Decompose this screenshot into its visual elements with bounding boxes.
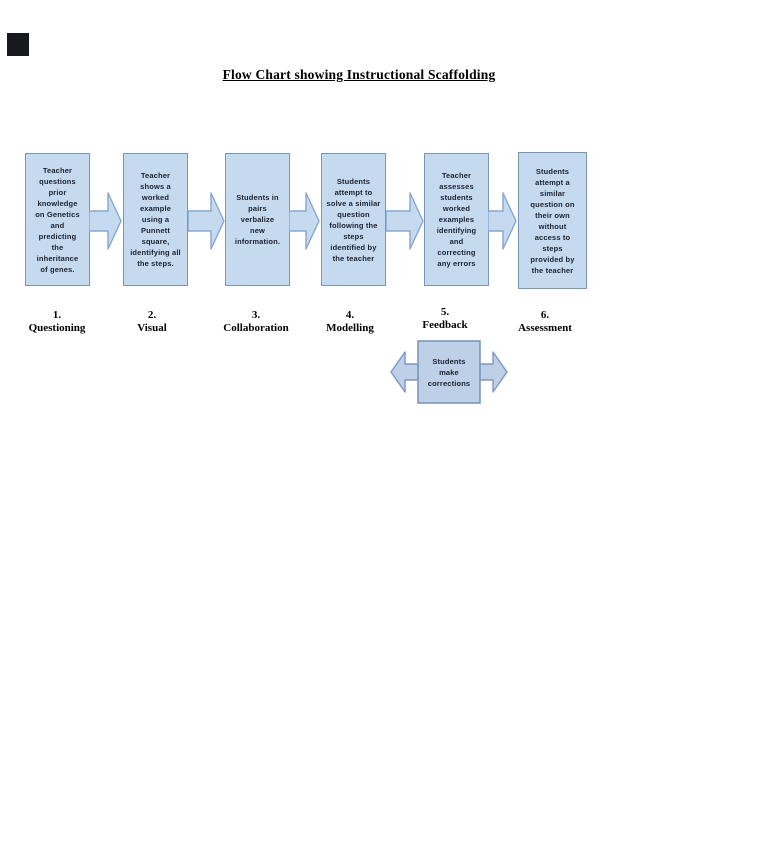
step-number: 6. <box>540 309 550 321</box>
step-label-modelling: 4. Modelling <box>302 309 398 334</box>
step-name: Visual <box>137 321 167 334</box>
title-row: Flow Chart showing Instructional Scaffol… <box>0 66 718 84</box>
step-number: 1. <box>52 309 62 321</box>
page-corner-mark <box>7 33 29 56</box>
step-number: 2. <box>147 309 157 321</box>
flow-step-box-6: Students attempt a similar question on t… <box>518 152 587 289</box>
step-number: 3. <box>251 309 261 321</box>
correction-note-text: Students make corrections <box>427 356 471 388</box>
step-name: Questioning <box>28 321 86 334</box>
flow-step-box-3: Students in pairs verbalize new informat… <box>225 153 290 286</box>
flow-step-box-1: Teacher questions prior knowledge on Gen… <box>25 153 90 286</box>
step-name: Assessment <box>518 321 572 334</box>
flow-step-box-2: Teacher shows a worked example using a P… <box>123 153 188 286</box>
flow-step-text-5: Teacher assesses students worked example… <box>436 171 477 268</box>
step-label-assessment: 6. Assessment <box>497 309 593 334</box>
flow-step-text-2: Teacher shows a worked example using a P… <box>130 171 181 268</box>
step-label-questioning: 1. Questioning <box>9 309 105 334</box>
flow-step-box-4: Students attempt to solve a similar ques… <box>321 153 386 286</box>
right-arrow-icon <box>89 192 122 250</box>
step-name: Feedback <box>422 318 468 331</box>
right-arrow-icon <box>289 192 320 250</box>
left-right-arrow-icon <box>390 340 508 404</box>
right-arrow-icon <box>488 192 517 250</box>
step-label-visual: 2. Visual <box>104 309 200 334</box>
right-arrow-icon <box>188 192 225 250</box>
flow-step-text-1: Teacher questions prior knowledge on Gen… <box>35 165 80 274</box>
flow-step-text-3: Students in pairs verbalize new informat… <box>234 193 281 246</box>
step-name: Modelling <box>326 321 374 334</box>
flow-step-box-5: Teacher assesses students worked example… <box>424 153 489 286</box>
step-label-collaboration: 3. Collaboration <box>208 309 304 334</box>
right-arrow-icon <box>386 192 424 250</box>
step-number: 5. <box>440 306 450 318</box>
page-title: Flow Chart showing Instructional Scaffol… <box>222 67 496 82</box>
step-label-feedback: 5. Feedback <box>397 306 493 331</box>
step-number: 4. <box>345 309 355 321</box>
correction-note-cluster: Students make corrections <box>388 340 510 404</box>
flow-step-text-6: Students attempt a similar question on t… <box>530 166 575 275</box>
flow-step-text-4: Students attempt to solve a similar ques… <box>326 176 381 263</box>
step-name: Collaboration <box>223 321 289 334</box>
